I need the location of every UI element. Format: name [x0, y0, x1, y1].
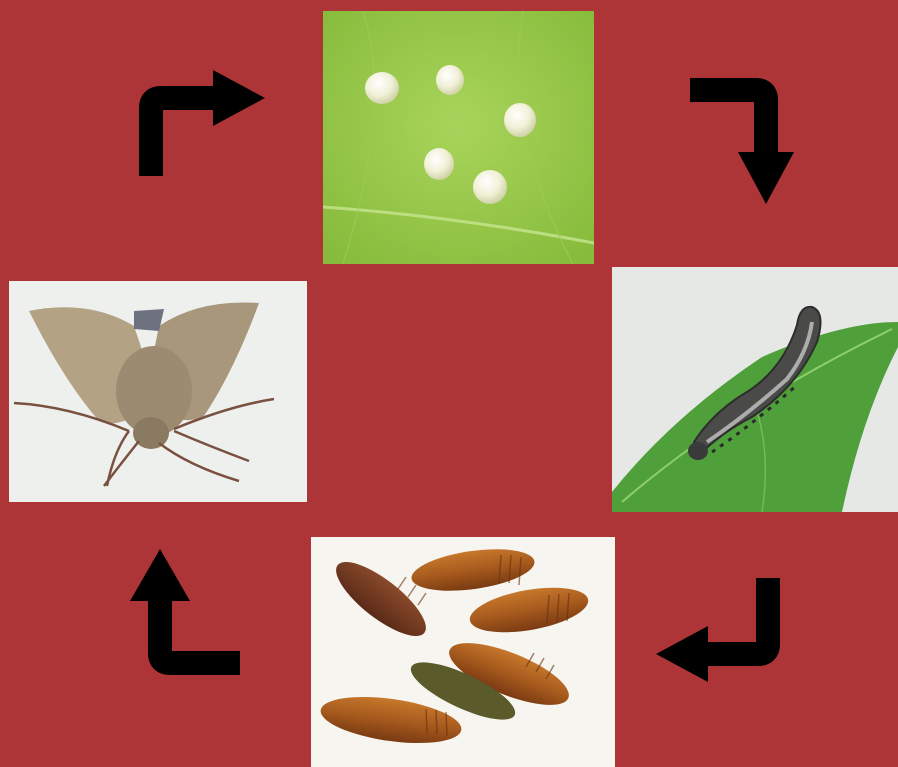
egg: [504, 103, 536, 137]
arrow-left-up-icon: [130, 549, 240, 679]
arrow-down-left-icon: [656, 578, 784, 684]
egg: [473, 170, 507, 204]
arrow-up-right-icon: [137, 70, 267, 176]
pupae-photo: [311, 537, 615, 767]
egg: [424, 148, 454, 180]
caterpillar-on-leaf-photo: [612, 267, 898, 512]
arrow-right-down-icon: [690, 76, 796, 204]
eggs-on-leaf-photo: [323, 11, 594, 264]
moth-photo: [9, 281, 307, 502]
egg: [365, 72, 399, 104]
egg: [436, 65, 464, 95]
